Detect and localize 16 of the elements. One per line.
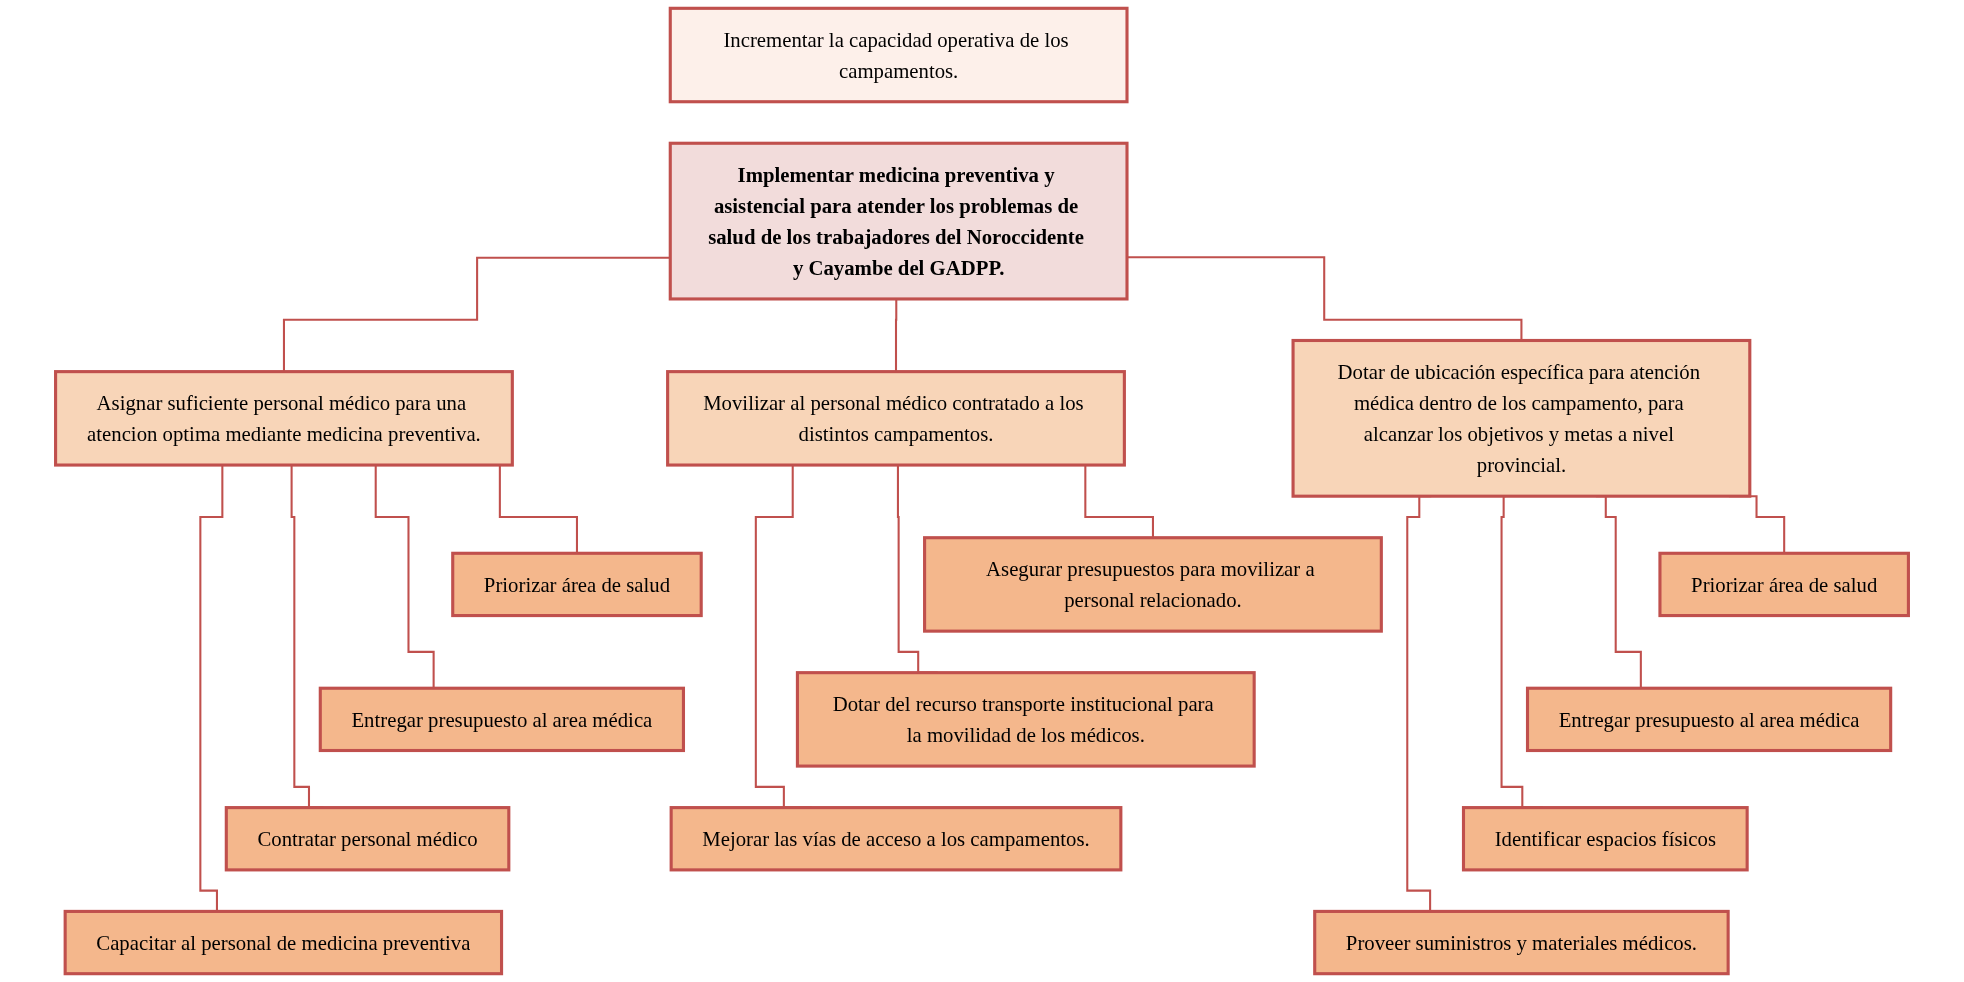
node-box: Asegurar presupuestos para movilizar a personal relacionado. bbox=[923, 536, 1383, 633]
node-box: Contratar personal médico bbox=[224, 806, 511, 872]
node-box: Priorizar área de salud bbox=[451, 551, 703, 618]
node-box: Entregar presupuesto al area médica bbox=[1525, 686, 1893, 753]
node-box: Proveer suministros y materiales médicos. bbox=[1313, 909, 1730, 976]
node-box: Capacitar al personal de medicina preventiva bbox=[63, 909, 504, 976]
node-box: Dotar de ubicación específica para atención médica dentro de los campamento, para alcanzar los objetivos y metas a nivel provincial. bbox=[1291, 338, 1752, 498]
node-box: Asignar suficiente personal médico para una atencion optima mediante medicina preventiva. bbox=[54, 370, 514, 467]
node-box: Identificar espacios físicos bbox=[1461, 806, 1749, 872]
node-box: Implementar medicina preventiva y asistencial para atender los problemas de salud de los trabajadores del Noroccidente y Cayambe del GADPP. bbox=[668, 141, 1129, 301]
node-box: Mejorar las vías de acceso a los campamentos. bbox=[669, 806, 1123, 872]
node-box: Incrementar la capacidad operativa de los campamentos. bbox=[668, 6, 1129, 104]
node-box: Dotar del recurso transporte institucional para la movilidad de los médicos. bbox=[795, 671, 1256, 768]
node-box: Priorizar área de salud bbox=[1658, 551, 1910, 618]
node-box: Entregar presupuesto al area médica bbox=[318, 686, 685, 753]
node-box: Movilizar al personal médico contratado a los distintos campamentos. bbox=[666, 370, 1126, 467]
